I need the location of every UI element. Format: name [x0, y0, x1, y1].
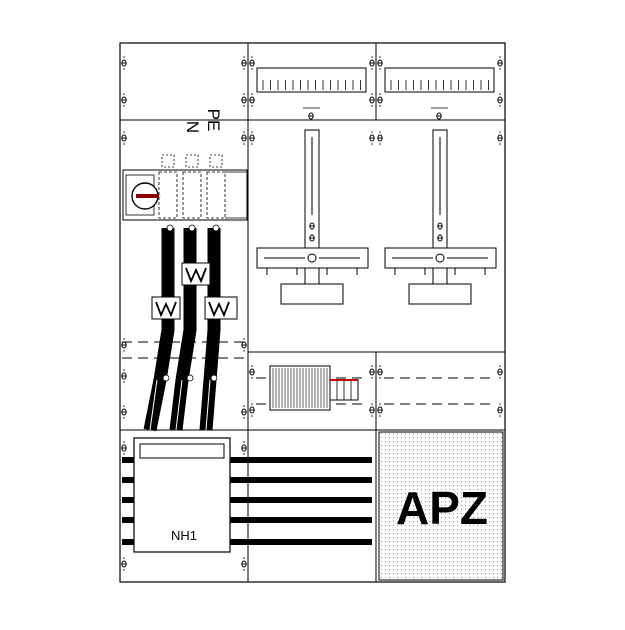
meter-mount-1: [256, 129, 369, 305]
switch-pole-3: [206, 171, 226, 219]
nh1-fuse-base: NH1: [133, 437, 231, 553]
label-nh1: NH1: [171, 528, 197, 543]
meter-mount-2: [384, 129, 497, 305]
label-neutral: N: [183, 121, 202, 133]
board-frame: [119, 42, 506, 583]
busbars-main: [230, 457, 372, 545]
cable-clamps: [151, 224, 238, 382]
din-rail-2: [384, 377, 496, 405]
switch-top-terminals: [161, 154, 223, 168]
terminal-strip-1: [256, 67, 367, 120]
switch-pole-1: [158, 171, 178, 219]
cable-bundle: [143, 228, 221, 432]
busbars-left: [122, 457, 134, 545]
main-switch: [122, 169, 248, 221]
label-protective-earth: PE: [204, 109, 223, 132]
terminal-block-group: [269, 365, 359, 411]
left-din-rail: [122, 341, 246, 359]
terminal-strip-2: [384, 67, 495, 120]
switch-pole-2: [182, 171, 202, 219]
label-apz: APZ: [396, 482, 488, 534]
apz-panel: APZ: [378, 431, 504, 581]
